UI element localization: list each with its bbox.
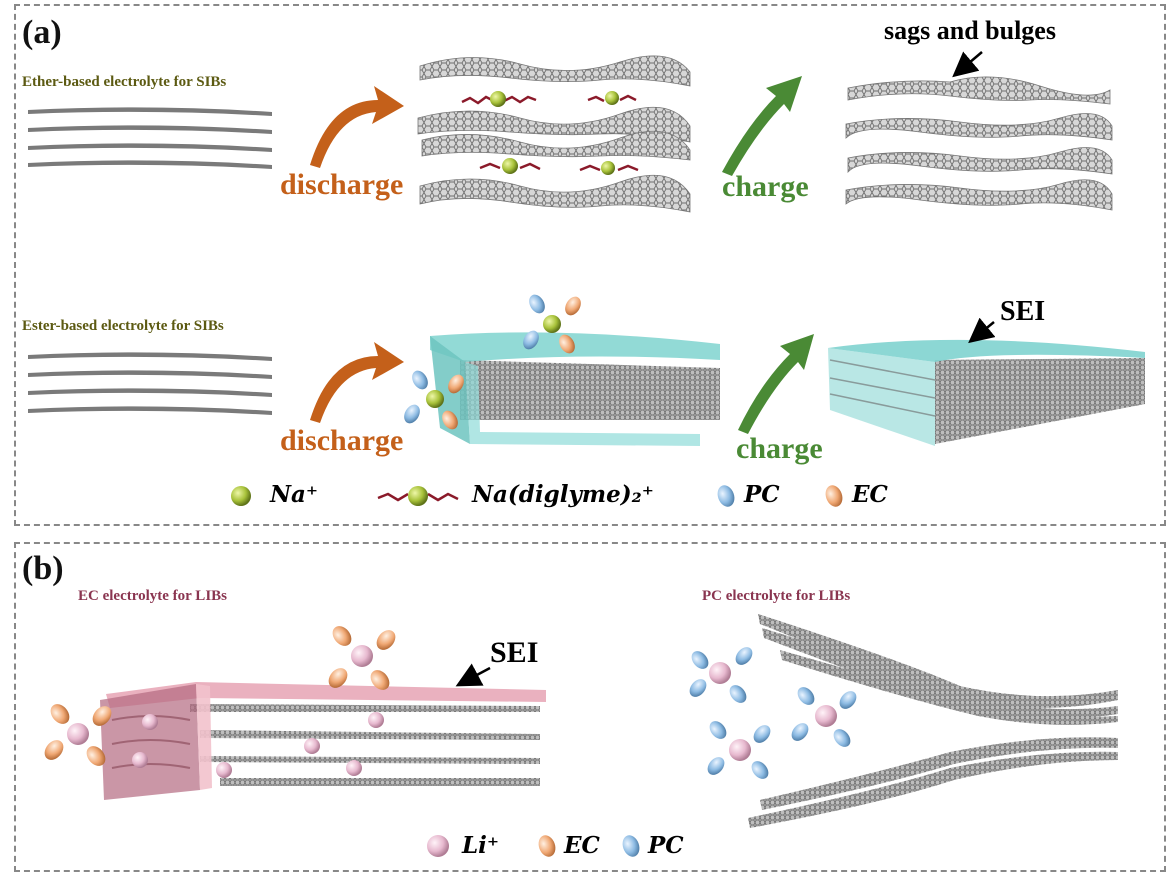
pristine-graphite-ester (28, 352, 272, 415)
pc-title: PC electrolyte for LIBs (702, 588, 851, 604)
legend-na-diglyme-text: Na(diglyme)₂⁺ (472, 481, 654, 508)
ether-title: Ether-based electrolyte for SIBs (22, 74, 227, 90)
charge-arrow-top (722, 76, 802, 176)
panel-b-frame (14, 542, 1166, 872)
legend-pc-text: PC (744, 481, 780, 508)
legend-li-text: Li⁺ (462, 832, 500, 859)
legend-ec-icon-b (538, 835, 556, 857)
sei-label-a: SEI (1000, 296, 1046, 327)
charge-label-top: charge (722, 170, 809, 203)
legend-li-icon (427, 835, 449, 857)
li-ions-intercalated (132, 712, 384, 778)
li-pc-clusters (689, 647, 857, 779)
legend-ec-text: EC (852, 481, 888, 508)
restacked-graphite-sags (845, 76, 1113, 211)
sei-pointer-b (455, 663, 491, 687)
legend-na-diglyme-icon (377, 486, 459, 506)
panel-a-frame (14, 4, 1166, 526)
discharge-label-top: discharge (280, 168, 404, 201)
legend-pc-icon-b (622, 835, 640, 857)
sags-label: sags and bulges (884, 16, 1056, 45)
ec-graphite-block (100, 682, 546, 800)
legend-ec-icon (825, 485, 843, 507)
charge-arrow-bottom (738, 334, 814, 434)
li-ec-cluster-top (328, 626, 396, 690)
discharge-arrow-top (310, 86, 404, 168)
legend-pc-icon (717, 485, 735, 507)
legend-ec-text-b: EC (564, 832, 600, 859)
discharge-label-bottom: discharge (280, 424, 404, 457)
legend-pc-text-b: PC (648, 832, 684, 859)
expanded-graphite-layers (417, 55, 691, 213)
sags-pointer (952, 51, 983, 78)
discharge-arrow-bottom (310, 342, 404, 423)
solvated-na-cluster-top (523, 294, 581, 354)
legend-na-icon (231, 486, 251, 506)
panel-b-tag: (b) (22, 550, 64, 587)
sei-pointer-a (968, 317, 996, 344)
pristine-graphite-ether (28, 107, 272, 169)
ester-title: Ester-based electrolyte for SIBs (22, 318, 224, 334)
solvated-na-cluster-side (404, 370, 464, 430)
na-diglyme-complexes (461, 91, 639, 175)
legend-na-text: Na⁺ (270, 481, 319, 508)
li-ec-cluster-side (44, 704, 112, 766)
pc-exfoliated-graphite (748, 614, 1118, 828)
ec-title: EC electrolyte for LIBs (78, 588, 227, 604)
sei-graphite-block-ester (430, 332, 720, 446)
charge-label-bottom: charge (736, 432, 823, 465)
sei-label-b: SEI (490, 636, 539, 669)
sei-graphite-block-charged (828, 339, 1145, 446)
panel-a-tag: (a) (22, 14, 62, 51)
